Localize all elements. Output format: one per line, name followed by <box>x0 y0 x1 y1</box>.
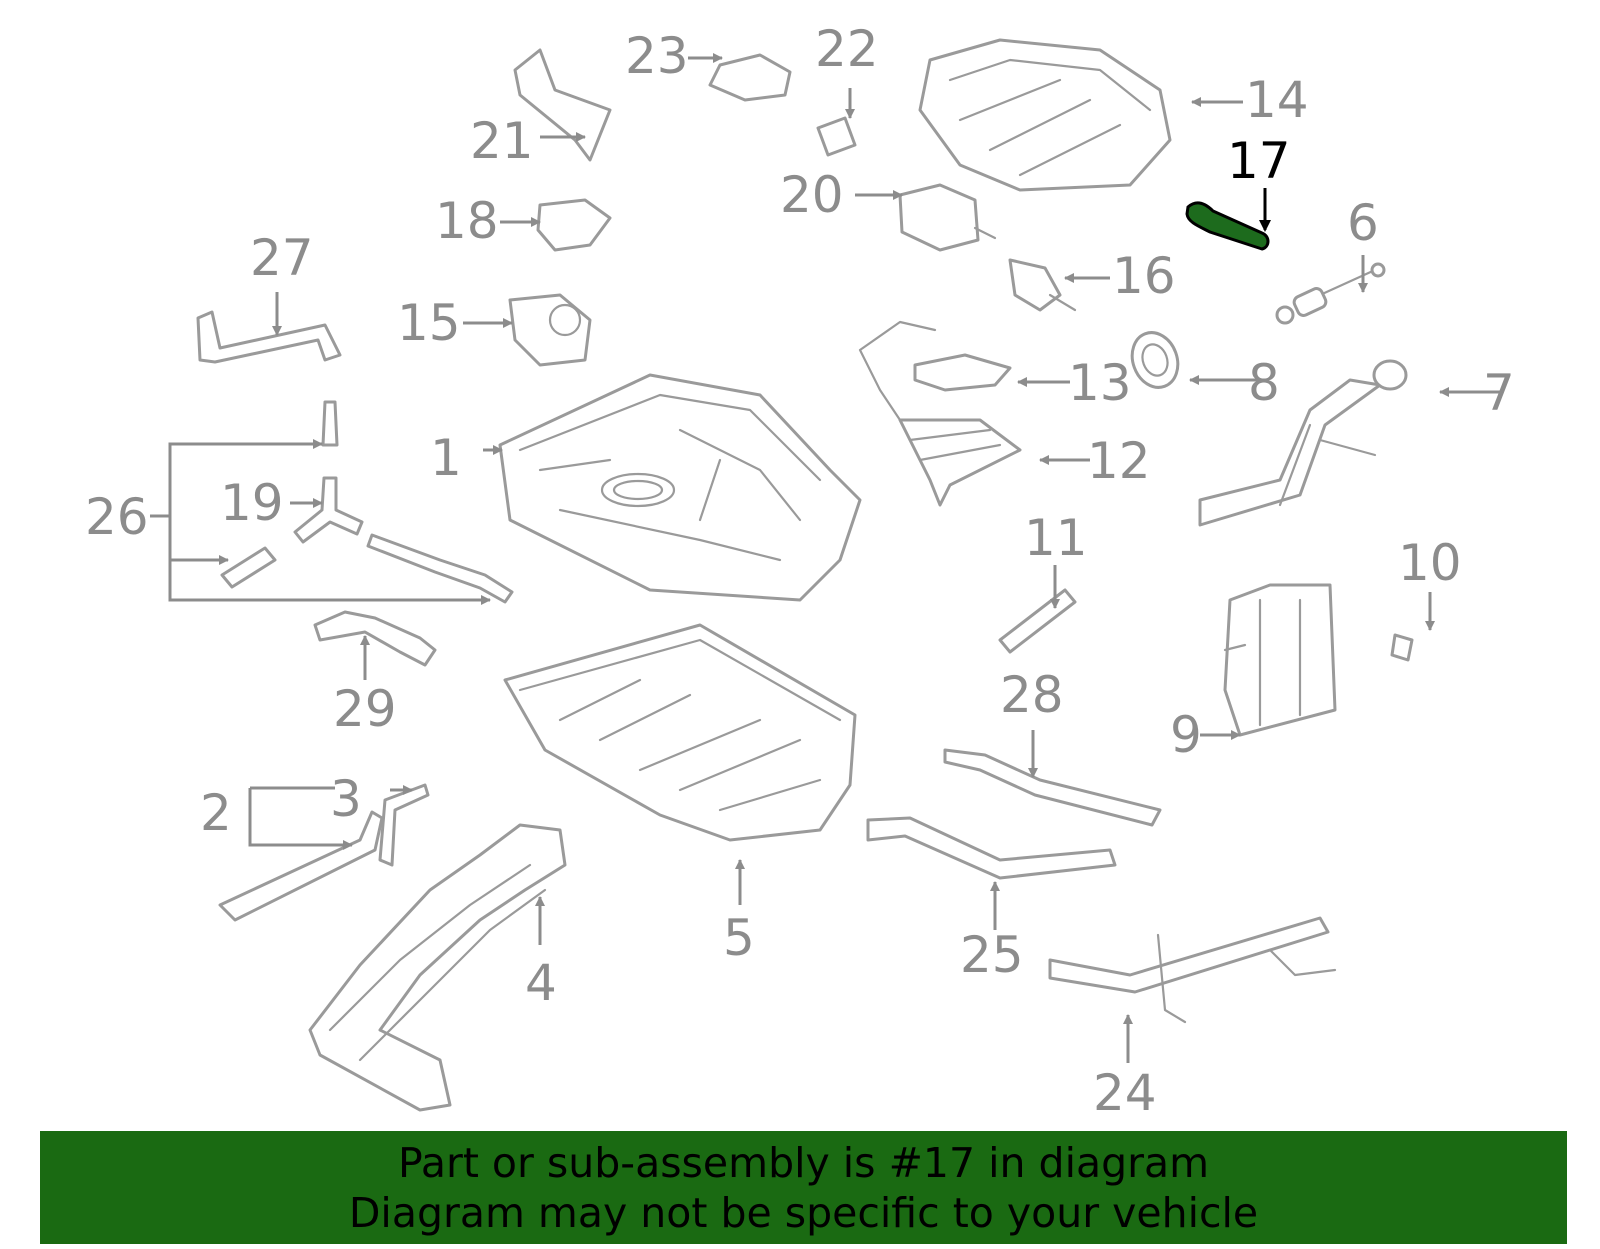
callout-13: 13 <box>1068 354 1132 412</box>
callout-4: 4 <box>525 954 557 1012</box>
part-11-hose[interactable] <box>998 588 1077 654</box>
banner-line-2: Diagram may not be specific to your vehi… <box>348 1188 1259 1237</box>
part-1-fuel-tank[interactable] <box>498 373 862 602</box>
part-14-cover[interactable] <box>918 38 1172 192</box>
callout-25: 25 <box>960 926 1024 984</box>
part-13-harness[interactable] <box>858 320 1012 422</box>
part-6-sensor[interactable] <box>1275 262 1386 325</box>
part-23-valve[interactable] <box>708 53 792 102</box>
part-5-tank-shield[interactable] <box>503 623 857 842</box>
banner-line-1: Part or sub-assembly is #17 in diagram <box>397 1138 1210 1187</box>
callout-18: 18 <box>435 192 499 250</box>
part-12-pump-module[interactable] <box>898 418 1022 507</box>
callout-15: 15 <box>397 294 461 352</box>
callout-21: 21 <box>470 112 534 170</box>
part-2-strap[interactable] <box>218 810 384 922</box>
part-16-valve[interactable] <box>1008 258 1077 312</box>
callout-1: 1 <box>430 429 462 487</box>
callout-5: 5 <box>723 909 755 967</box>
callout-24: 24 <box>1093 1064 1157 1122</box>
callout-28: 28 <box>1000 666 1064 724</box>
part-24-pipe[interactable] <box>1048 916 1337 1024</box>
part-19-t-connector[interactable] <box>293 476 364 544</box>
part-21-bracket[interactable] <box>513 48 612 162</box>
part-9-splash-guard[interactable] <box>1223 583 1337 737</box>
part-15-pump[interactable] <box>508 293 592 367</box>
callout-7: 7 <box>1483 364 1515 422</box>
part-29-hose[interactable] <box>313 610 437 667</box>
callout-labels: 1 2 3 4 5 6 7 8 9 10 11 12 13 14 15 16 1… <box>85 20 1515 1122</box>
callout-3: 3 <box>330 770 362 828</box>
callout-23: 23 <box>625 27 689 85</box>
callout-19: 19 <box>220 474 284 532</box>
info-banner: Part or sub-assembly is #17 in diagram D… <box>40 1131 1567 1244</box>
part-27-hose[interactable] <box>196 310 342 364</box>
callout-9: 9 <box>1170 706 1202 764</box>
callout-26: 26 <box>85 488 149 546</box>
part-10-clip[interactable] <box>1390 633 1414 662</box>
callout-12: 12 <box>1087 432 1151 490</box>
part-20-filter[interactable] <box>898 183 997 252</box>
part-22-hose[interactable] <box>816 116 857 157</box>
callout-22: 22 <box>815 20 879 78</box>
callout-17-highlighted: 17 <box>1227 132 1291 190</box>
leader-lines <box>150 53 1500 1063</box>
callout-6: 6 <box>1347 194 1379 252</box>
part-4-heat-shield[interactable] <box>308 823 567 1112</box>
part-28-pipe[interactable] <box>943 748 1162 827</box>
part-26-hose-set[interactable] <box>220 400 514 604</box>
callout-2: 2 <box>200 784 232 842</box>
callout-20: 20 <box>780 166 844 224</box>
callout-8: 8 <box>1248 354 1280 412</box>
part-25-pipe[interactable] <box>866 816 1117 880</box>
part-18-bracket[interactable] <box>536 198 612 252</box>
callout-10: 10 <box>1398 534 1462 592</box>
callout-29: 29 <box>333 680 397 738</box>
part-7-filler-neck[interactable] <box>1198 359 1408 527</box>
part-3-strap[interactable] <box>378 783 430 867</box>
callout-14: 14 <box>1245 71 1309 129</box>
part-17-hose[interactable] <box>1185 201 1270 251</box>
callout-16: 16 <box>1112 247 1176 305</box>
part-8-seal[interactable] <box>1125 326 1185 394</box>
callout-27: 27 <box>250 229 314 287</box>
callout-11: 11 <box>1024 509 1088 567</box>
